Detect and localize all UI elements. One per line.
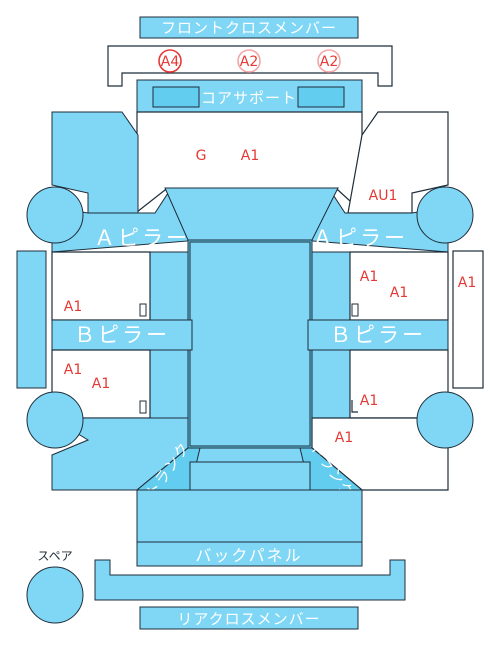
- code-hood-a1: A1: [241, 148, 259, 164]
- rear-cross-member[interactable]: リアクロスメンバー: [139, 606, 359, 630]
- code-right-fender-au1: AU1: [369, 188, 398, 204]
- right-b-pillar[interactable]: Ｂピラー: [307, 319, 449, 351]
- code-left-rear-door-a1-1: A1: [64, 362, 82, 378]
- code-circle-a2-2[interactable]: [317, 49, 341, 73]
- rear-bumper[interactable]: [94, 559, 406, 601]
- b-pillar-left-label: Ｂピラー: [74, 323, 170, 347]
- spare-tire[interactable]: スペア: [26, 549, 84, 624]
- right-side-sill[interactable]: [452, 250, 484, 389]
- front-cross-member-label: フロントクロスメンバー: [161, 19, 337, 37]
- back-panel[interactable]: バックパネル: [136, 489, 363, 567]
- wheel-front-right[interactable]: [416, 186, 474, 244]
- windshield[interactable]: [164, 187, 339, 241]
- code-right-rear-door-a1: A1: [360, 393, 378, 409]
- left-front-door-handle: [139, 303, 147, 317]
- right-rear-door-handle: [351, 400, 358, 413]
- code-a4: A4: [161, 54, 180, 70]
- code-right-front-door-a1-2: A1: [390, 285, 408, 301]
- left-rear-quarter[interactable]: [50, 417, 189, 491]
- b-pillar-right-label: Ｂピラー: [330, 323, 426, 347]
- spare-label: スペア: [37, 549, 72, 563]
- code-a2-1: A2: [240, 54, 258, 70]
- code-circle-a2-1[interactable]: [237, 49, 261, 73]
- code-left-rear-door-a1-2: A1: [92, 376, 110, 392]
- core-support-label: コアサポート: [201, 89, 297, 107]
- code-left-front-door-a1: A1: [64, 299, 82, 315]
- wheel-rear-right[interactable]: [416, 391, 474, 449]
- right-front-fender[interactable]: [347, 111, 449, 214]
- code-right-front-door-a1-1: A1: [360, 269, 378, 285]
- left-rear-door-handle: [139, 400, 147, 414]
- a-pillar-right-label: Ａピラー: [312, 226, 408, 250]
- front-cross-member[interactable]: フロントクロスメンバー: [139, 16, 359, 39]
- wheel-rear-left[interactable]: [26, 391, 84, 449]
- front-bumper-codes: A4 A2 A2: [158, 49, 341, 73]
- back-panel-label: バックパネル: [195, 546, 302, 565]
- code-a2-2: A2: [320, 54, 338, 70]
- code-right-quarter-a1: A1: [335, 430, 353, 446]
- wheel-front-left[interactable]: [26, 186, 84, 244]
- roof-top-panel[interactable]: [189, 241, 311, 447]
- code-right-sill-a1: A1: [458, 275, 476, 291]
- rear-cross-member-label: リアクロスメンバー: [177, 610, 320, 628]
- core-support[interactable]: コアサポート: [136, 79, 363, 113]
- left-b-pillar[interactable]: Ｂピラー: [51, 319, 193, 351]
- left-side-sill[interactable]: [16, 250, 47, 389]
- right-front-door-handle: [351, 303, 359, 317]
- a-pillar-left-label: Ａピラー: [94, 226, 190, 250]
- code-circle-a4[interactable]: [158, 49, 182, 73]
- code-hood-g: G: [196, 148, 207, 164]
